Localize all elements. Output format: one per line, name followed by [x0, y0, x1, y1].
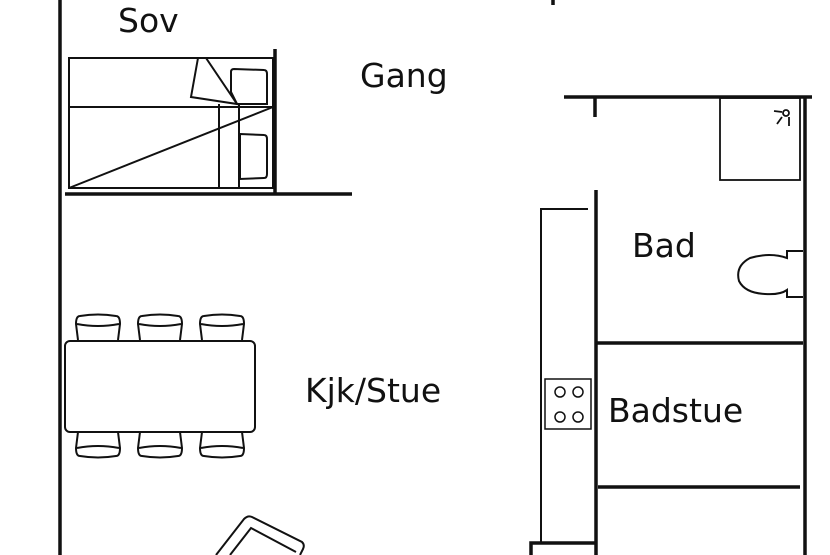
kitchen-counter — [540, 208, 588, 543]
chair-icon — [74, 431, 122, 459]
chair-icon — [74, 313, 122, 341]
dining-table — [64, 340, 256, 433]
room-label-bad: Bad — [632, 226, 696, 265]
chair-icon — [198, 313, 246, 341]
shower-icon — [719, 97, 801, 181]
room-label-gang: Gang — [360, 56, 448, 95]
chair-icon — [136, 313, 184, 341]
room-label-sov: Sov — [118, 1, 179, 40]
room-label-kjk-stue: Kjk/Stue — [305, 371, 442, 410]
pillow-icon — [239, 132, 268, 181]
toilet-icon — [737, 250, 803, 298]
chair-icon — [198, 431, 246, 459]
walls — [58, 0, 812, 555]
bed — [68, 57, 274, 189]
pillow-icon — [230, 67, 268, 105]
chairs — [74, 313, 246, 459]
chair-icon — [136, 431, 184, 459]
room-label-badstue: Badstue — [608, 391, 744, 430]
armchair-icon — [215, 515, 305, 555]
stove-icon — [544, 378, 592, 430]
